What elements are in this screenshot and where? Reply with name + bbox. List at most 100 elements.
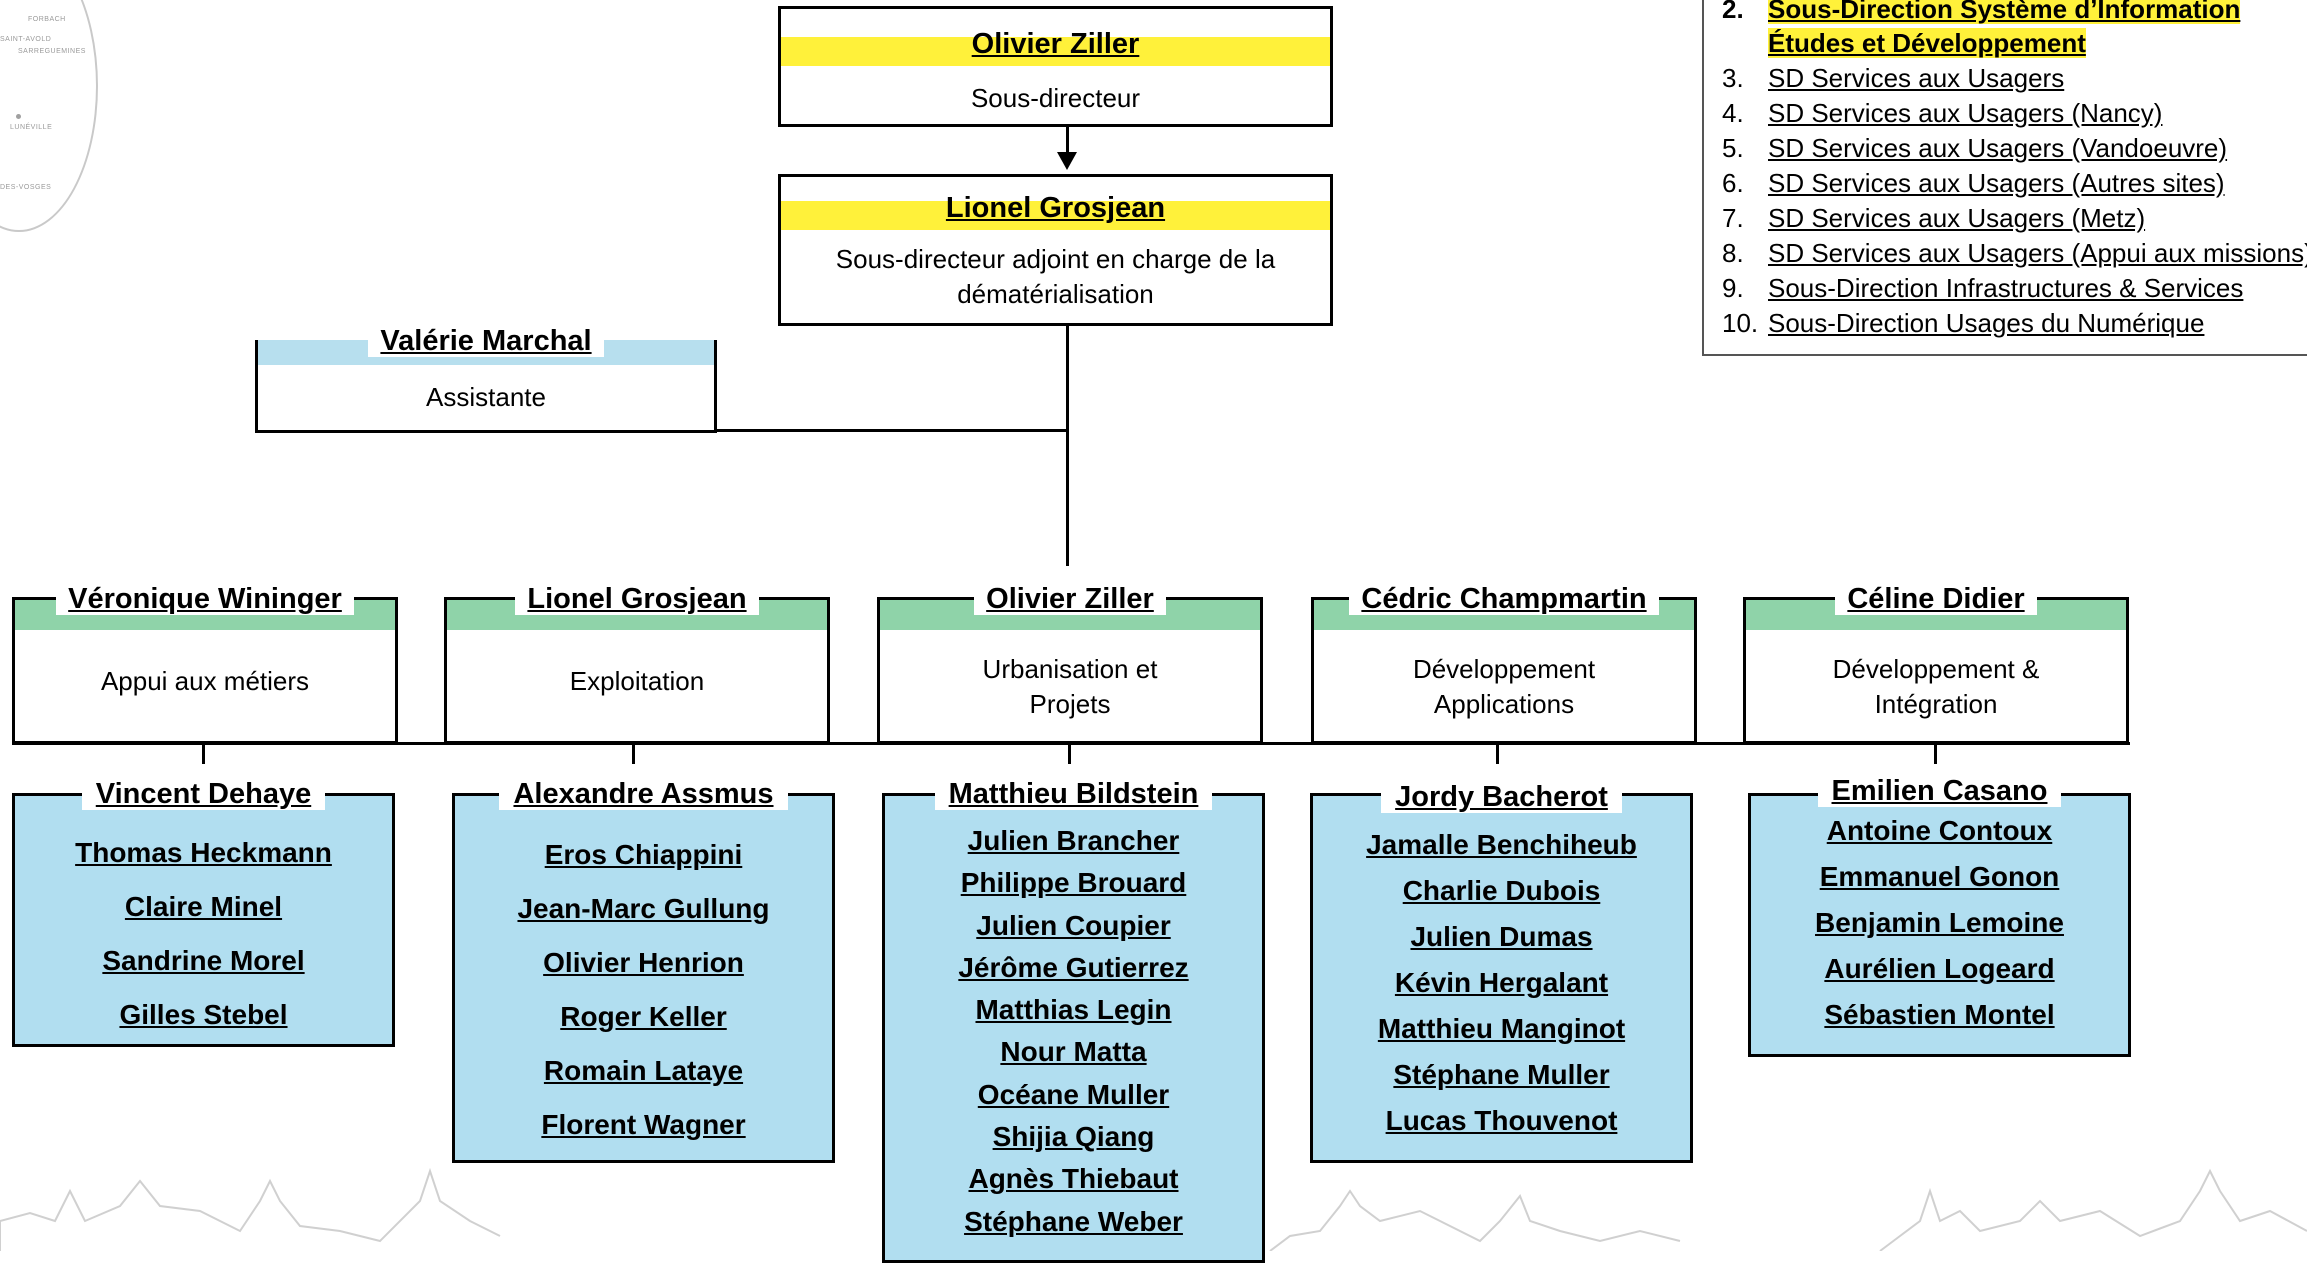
org-chart-index: 2. Sous-Direction Système d’Information É… <box>1702 0 2307 356</box>
sub-direction-item[interactable]: 8.SD Services aux Usagers (Appui aux mis… <box>1722 236 2307 271</box>
region-map-fragment <box>0 0 98 232</box>
team-member: Nour Matta <box>1000 1036 1147 1068</box>
team-box[interactable]: Alexandre Assmus Eros Chiappini Jean-Mar… <box>452 778 835 1163</box>
sub-direction-item[interactable]: 9. Sous-Direction Infrastructures & Servi… <box>1722 271 2243 306</box>
connector-line <box>1066 127 1069 156</box>
team-member: Olivier Henrion <box>543 947 744 978</box>
team-member: Jamalle Benchiheub <box>1366 829 1637 860</box>
item-link[interactable]: Études et Développement <box>1768 28 2086 58</box>
director-role: Sous-directeur <box>970 83 1141 113</box>
team-member: Stéphane Weber <box>964 1205 1183 1237</box>
team-member: Matthieu Manginot <box>1377 1013 1626 1044</box>
map-label: FORBACH <box>28 16 66 23</box>
team-box[interactable]: Jordy Bacherot Jamalle Benchiheub Charli… <box>1310 781 1693 1163</box>
item-number: 6. <box>1722 168 1744 198</box>
team-member: Benjamin Lemoine <box>1815 907 2064 938</box>
item-number: 7. <box>1722 203 1744 233</box>
connector-line <box>714 429 1069 432</box>
team-member: Julien Brancher <box>967 825 1180 856</box>
connector-line <box>632 742 635 764</box>
sub-direction-item[interactable]: 4. SD Services aux Usagers (Nancy) <box>1722 96 2162 131</box>
item-number: 5. <box>1722 133 1744 163</box>
team-member: Thomas Heckmann <box>75 837 332 868</box>
connector-line <box>1496 742 1499 764</box>
team-member: Claire Minel <box>124 891 283 922</box>
unit-box[interactable]: Véronique Wininger Appui aux métiers <box>12 583 398 744</box>
unit-box[interactable]: Céline Didier Développement & Intégratio… <box>1743 583 2129 744</box>
director-name: Olivier Ziller <box>971 28 1140 60</box>
map-label: LUNÉVILLE <box>10 124 53 131</box>
team-member: Shijia Qiang <box>992 1121 1155 1153</box>
team-lead: Vincent Dehaye <box>15 777 392 811</box>
unit-role: Exploitation <box>569 666 705 696</box>
sub-direction-item-active-continued[interactable]: Études et Développement <box>1722 26 2086 61</box>
item-link[interactable]: SD Services aux Usagers (Metz) <box>1768 203 2146 233</box>
unit-lead: Lionel Grosjean <box>447 582 827 616</box>
deputy-role-line2: dématérialisation <box>957 279 1154 309</box>
team-member: Lucas Thouvenot <box>1385 1105 1618 1136</box>
team-member: Philippe Brouard <box>960 867 1187 899</box>
team-member: Jérôme Gutierrez <box>958 951 1189 983</box>
team-member: Sandrine Morel <box>102 945 305 976</box>
unit-box[interactable]: Lionel Grosjean Exploitation <box>444 583 830 744</box>
map-dot <box>16 114 21 119</box>
team-member: Agnès Thiebaut <box>968 1163 1179 1195</box>
item-number: 2. <box>1722 0 1744 24</box>
header-band <box>781 37 1330 66</box>
item-link[interactable]: Sous-Direction Système d’Information <box>1768 0 2241 24</box>
sub-direction-item[interactable]: 6. SD Services aux Usagers (Autres sites) <box>1722 166 2225 201</box>
item-link[interactable]: Sous-Direction Usages du Numérique <box>1768 308 2205 338</box>
sub-direction-item-active[interactable]: 2. Sous-Direction Système d’Information <box>1722 0 2241 27</box>
map-label: SAINT-AVOLD <box>0 36 52 43</box>
sub-direction-item[interactable]: 10. Sous-Direction Usages du Numérique <box>1722 306 2204 341</box>
unit-role-line1: Développement <box>1412 654 1596 684</box>
director-box[interactable]: Olivier Ziller Sous-directeur <box>778 6 1333 127</box>
unit-role-line2: Projets <box>1029 689 1111 719</box>
item-number: 10. <box>1722 308 1759 338</box>
team-member: Matthias Legin <box>975 994 1172 1026</box>
assistant-role: Assistante <box>426 382 546 412</box>
item-link[interactable]: Sous-Direction Infrastructures & Service… <box>1768 273 2244 303</box>
team-members: Julien Brancher Philippe Brouard Julien … <box>885 820 1262 1243</box>
team-member: Océane Muller <box>977 1078 1170 1110</box>
team-member: Julien Dumas <box>1410 921 1593 952</box>
team-box[interactable]: Matthieu Bildstein Julien Brancher Phili… <box>882 778 1265 1263</box>
item-link[interactable]: SD Services aux Usagers (Appui aux missi… <box>1768 238 2307 268</box>
item-number: 9. <box>1722 273 1744 303</box>
deputy-name: Lionel Grosjean <box>945 192 1166 224</box>
connector-line <box>1066 326 1069 566</box>
item-link[interactable]: SD Services aux Usagers (Nancy) <box>1768 98 2163 128</box>
team-member: Gilles Stebel <box>119 999 288 1030</box>
sub-direction-item[interactable]: 7. SD Services aux Usagers (Metz) <box>1722 201 2145 236</box>
item-number: 4. <box>1722 98 1744 128</box>
deputy-director-box[interactable]: Lionel Grosjean Sous-directeur adjoint e… <box>778 174 1333 326</box>
team-members: Jamalle Benchiheub Charlie Dubois Julien… <box>1313 822 1690 1144</box>
map-label: DES-VOSGES <box>0 184 52 191</box>
team-member: Aurélien Logeard <box>1824 953 2055 984</box>
connector-line <box>1068 742 1071 764</box>
unit-box[interactable]: Olivier Ziller Urbanisation et Projets <box>877 583 1263 744</box>
team-members: Eros Chiappini Jean-Marc Gullung Olivier… <box>455 828 832 1152</box>
team-box[interactable]: Vincent Dehaye Thomas Heckmann Claire Mi… <box>12 778 395 1047</box>
team-member: Antoine Contoux <box>1826 815 2053 846</box>
assistant-box[interactable]: Valérie Marchal Assistante <box>255 325 717 433</box>
item-link[interactable]: SD Services aux Usagers <box>1768 63 2065 93</box>
map-label: SARREGUEMINES <box>18 48 86 55</box>
item-link[interactable]: SD Services aux Usagers (Vandoeuvre) <box>1768 133 2228 163</box>
item-link[interactable]: SD Services aux Usagers (Autres sites) <box>1768 168 2225 198</box>
sub-direction-item[interactable]: 5. SD Services aux Usagers (Vandoeuvre) <box>1722 131 2227 166</box>
team-member: Sébastien Montel <box>1824 999 2055 1030</box>
team-member: Jean-Marc Gullung <box>517 893 770 924</box>
assistant-name: Valérie Marchal <box>258 324 714 358</box>
team-box[interactable]: Emilien Casano Antoine Contoux Emmanuel … <box>1748 775 2131 1057</box>
unit-role-line2: Intégration <box>1874 689 1998 719</box>
unit-lead: Cédric Champmartin <box>1314 582 1694 616</box>
team-member: Roger Keller <box>560 1001 727 1032</box>
connector-line <box>202 742 205 764</box>
sub-direction-item[interactable]: 3.SD Services aux Usagers <box>1722 61 2064 96</box>
unit-role-line1: Développement & <box>1832 654 2040 684</box>
team-lead: Alexandre Assmus <box>455 777 832 811</box>
team-member: Kévin Hergalant <box>1394 967 1609 998</box>
team-lead: Jordy Bacherot <box>1313 780 1690 814</box>
unit-box[interactable]: Cédric Champmartin Développement Applica… <box>1311 583 1697 744</box>
